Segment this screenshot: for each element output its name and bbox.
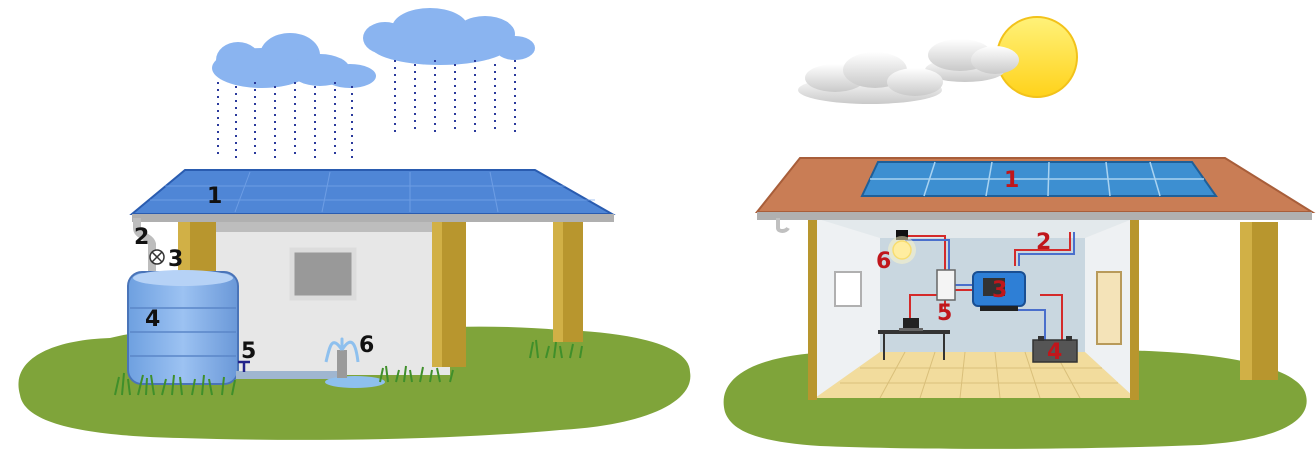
label-wiring: 2 <box>1036 230 1051 255</box>
door <box>1096 271 1122 345</box>
label-lamp: 6 <box>876 249 891 274</box>
gutter-downpipe <box>133 218 156 285</box>
tiled-floor <box>815 352 1135 398</box>
label-tank: 4 <box>145 307 160 332</box>
grass-tufts <box>114 339 583 396</box>
battery-icon <box>1032 336 1078 363</box>
cloud-right <box>925 39 1019 82</box>
rain-cloud-right <box>363 8 535 65</box>
switch-box <box>936 269 956 301</box>
charge-controller <box>972 271 1026 311</box>
solar-panel <box>860 161 1218 197</box>
fountain-outlet <box>324 337 385 388</box>
rainwater-house-diagram: 1 2 3 4 5 6 <box>18 8 691 440</box>
label-switch-box: 5 <box>937 301 952 326</box>
solar-house-diagram: 1 2 3 4 5 6 <box>723 16 1316 449</box>
interior-room <box>808 218 1139 400</box>
cloud-left <box>798 52 943 104</box>
label-fountain: 6 <box>359 333 374 358</box>
label-panel: 1 <box>1004 168 1019 193</box>
valve-icon <box>149 249 165 265</box>
rain-cloud-left <box>212 33 376 88</box>
label-valve: 3 <box>168 247 183 272</box>
storage-tank <box>127 270 239 385</box>
label-controller: 3 <box>992 278 1007 303</box>
rain-drops <box>217 60 516 158</box>
label-roof: 1 <box>207 184 222 209</box>
light-bulb-icon <box>888 230 916 264</box>
window-left-house <box>289 247 357 301</box>
desk-with-laptop <box>878 318 950 360</box>
window-right-house <box>834 271 862 307</box>
supply-pipe <box>236 371 346 379</box>
collection-roof <box>129 169 616 222</box>
label-battery: 4 <box>1047 340 1062 365</box>
tap-icon <box>238 360 250 372</box>
label-tap: 5 <box>241 339 256 364</box>
label-gutter: 2 <box>134 225 149 250</box>
